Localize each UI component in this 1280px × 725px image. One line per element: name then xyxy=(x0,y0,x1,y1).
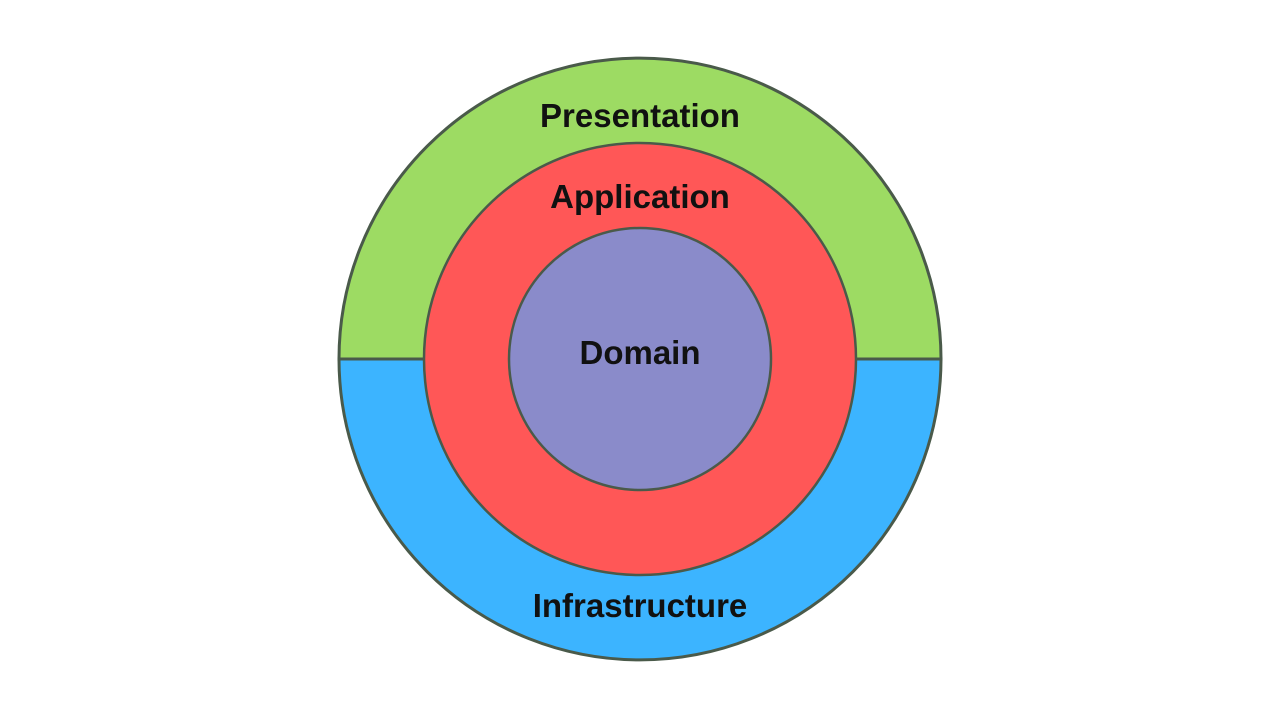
infrastructure-label: Infrastructure xyxy=(533,587,748,624)
domain-label: Domain xyxy=(579,334,700,371)
domain-layer xyxy=(507,226,773,492)
presentation-label: Presentation xyxy=(540,97,740,134)
application-label: Application xyxy=(550,178,730,215)
